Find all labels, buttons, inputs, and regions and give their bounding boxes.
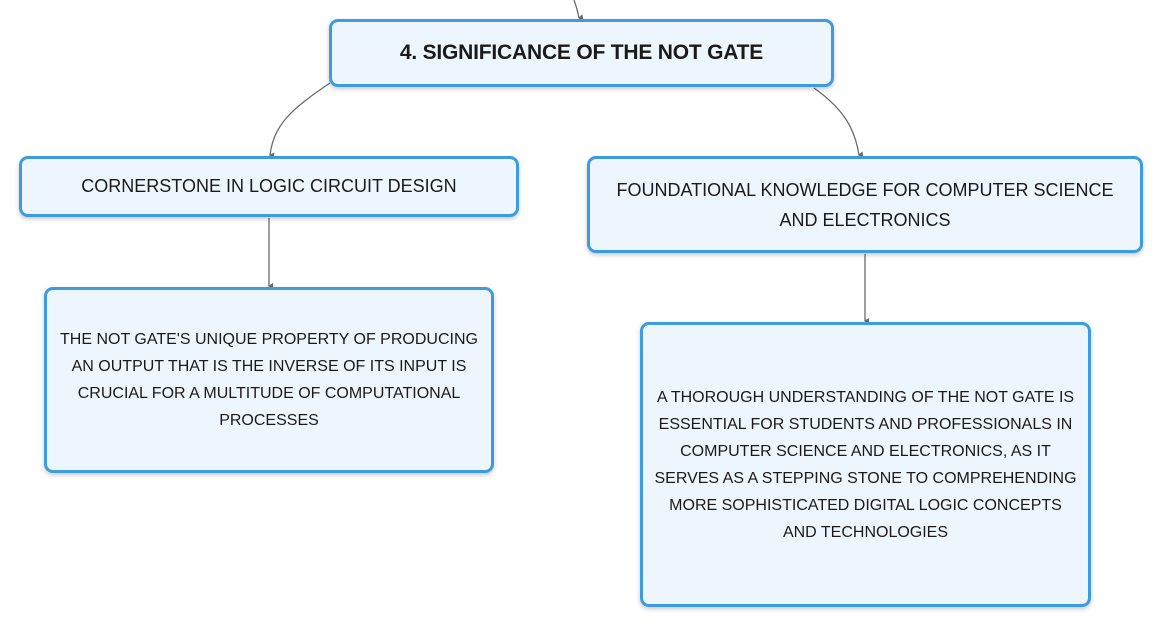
- foundational-knowledge-node[interactable]: FOUNDATIONAL KNOWLEDGE FOR COMPUTER SCIE…: [587, 156, 1143, 253]
- foundational-knowledge-detail-node[interactable]: A THOROUGH UNDERSTANDING OF THE NOT GATE…: [640, 322, 1091, 607]
- connector-root-to-left: [269, 82, 331, 159]
- cornerstone-detail-text: THE NOT GATE'S UNIQUE PROPERTY OF PRODUC…: [60, 331, 478, 429]
- connector-root-to-right: [813, 87, 864, 158]
- root-node-label: 4. SIGNIFICANCE OF THE NOT GATE: [399, 41, 764, 64]
- cornerstone-detail-node[interactable]: THE NOT GATE'S UNIQUE PROPERTY OF PRODUC…: [44, 287, 494, 473]
- cornerstone-node-label: CORNERSTONE IN LOGIC CIRCUIT DESIGN: [81, 176, 457, 196]
- foundational-knowledge-node-label: FOUNDATIONAL KNOWLEDGE FOR COMPUTER SCIE…: [616, 179, 1114, 230]
- cornerstone-node[interactable]: CORNERSTONE IN LOGIC CIRCUIT DESIGN: [19, 156, 519, 217]
- root-node[interactable]: 4. SIGNIFICANCE OF THE NOT GATE: [329, 19, 834, 87]
- connector-incoming-root: [573, 0, 584, 21]
- foundational-knowledge-detail-text: A THOROUGH UNDERSTANDING OF THE NOT GATE…: [654, 388, 1077, 541]
